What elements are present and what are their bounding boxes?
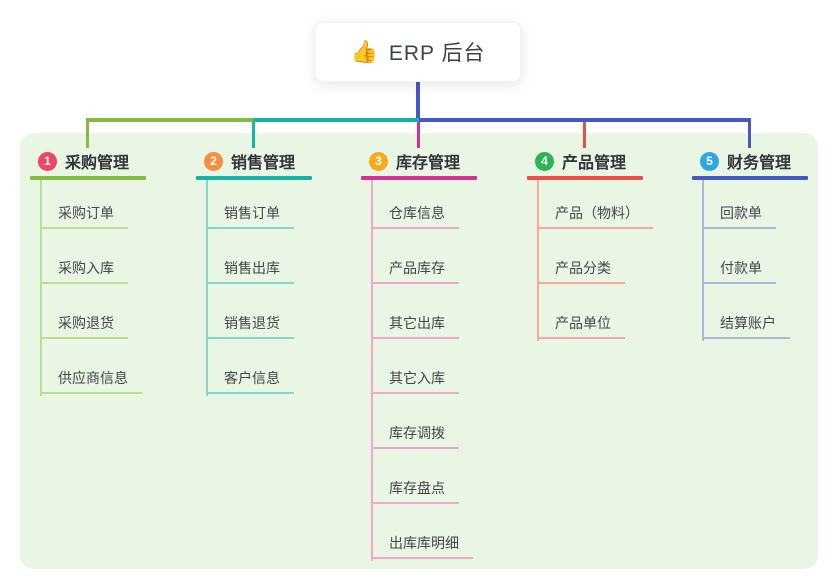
connector-segment-teal <box>253 118 419 122</box>
branch-connector-line <box>537 180 539 341</box>
thumbs-up-icon: 👍 <box>350 39 378 64</box>
branch-purchase-management: 1 采购管理 采购订单 采购入库 采购退货 供应商信息 <box>30 146 146 566</box>
branch-underline <box>361 176 477 180</box>
branch-title: 产品管理 <box>562 155 627 172</box>
branch-inventory-management: 3 库存管理 仓库信息 产品库存 其它出库 其它入库 库存调拨 库存盘点 出库库… <box>361 146 477 566</box>
branch-3-drop-line <box>417 118 420 148</box>
branch-header[interactable]: 1 采购管理 <box>30 146 146 176</box>
node-item[interactable]: 回款单 <box>702 201 776 229</box>
branch-sales-management: 2 销售管理 销售订单 销售出库 销售退货 客户信息 <box>196 146 312 566</box>
branch-number-badge: 5 <box>700 151 719 171</box>
node-item[interactable]: 采购入库 <box>40 256 128 284</box>
branch-2-drop-line <box>252 118 255 148</box>
branch-connector-line <box>206 180 208 396</box>
branch-underline <box>196 176 312 180</box>
node-item[interactable]: 销售出库 <box>206 256 294 284</box>
root-node[interactable]: 👍 ERP 后台 <box>315 22 521 82</box>
branch-underline <box>692 176 808 180</box>
branch-product-management: 4 产品管理 产品（物料） 产品分类 产品单位 <box>527 146 653 566</box>
branch-1-drop-line <box>86 118 89 148</box>
branch-underline <box>30 176 146 180</box>
branch-title: 销售管理 <box>231 155 296 172</box>
node-item[interactable]: 产品（物料） <box>537 201 653 229</box>
node-item[interactable]: 采购订单 <box>40 201 128 229</box>
node-item[interactable]: 采购退货 <box>40 311 128 339</box>
node-item[interactable]: 仓库信息 <box>371 201 459 229</box>
node-item[interactable]: 销售退货 <box>206 311 294 339</box>
branch-connector-line <box>702 180 704 341</box>
connector-segment-green <box>86 118 253 122</box>
node-item[interactable]: 供应商信息 <box>40 366 142 394</box>
branch-title: 财务管理 <box>727 155 792 172</box>
node-item[interactable]: 其它入库 <box>371 366 459 394</box>
branch-underline <box>527 176 643 180</box>
branch-title: 采购管理 <box>65 155 130 172</box>
node-item[interactable]: 其它出库 <box>371 311 459 339</box>
branch-title: 库存管理 <box>396 155 461 172</box>
branches-panel <box>20 133 818 569</box>
branch-number-badge: 2 <box>204 151 223 171</box>
node-item[interactable]: 付款单 <box>702 256 776 284</box>
branch-4-drop-line <box>583 118 586 148</box>
branch-finance-management: 5 财务管理 回款单 付款单 结算账户 <box>692 146 808 566</box>
branch-number-badge: 3 <box>369 151 388 171</box>
branch-number-badge: 4 <box>535 151 554 171</box>
node-item[interactable]: 结算账户 <box>702 311 790 339</box>
branch-header[interactable]: 2 销售管理 <box>196 146 312 176</box>
node-item[interactable]: 产品分类 <box>537 256 625 284</box>
branch-header[interactable]: 3 库存管理 <box>361 146 477 176</box>
branch-header[interactable]: 5 财务管理 <box>692 146 808 176</box>
root-title: ERP 后台 <box>388 42 486 65</box>
node-item[interactable]: 产品库存 <box>371 256 459 284</box>
node-item[interactable]: 产品单位 <box>537 311 625 339</box>
connector-segment-blue <box>419 118 751 122</box>
node-item[interactable]: 出库库明细 <box>371 531 473 559</box>
branch-connector-line <box>371 180 373 561</box>
branch-header[interactable]: 4 产品管理 <box>527 146 643 176</box>
node-item[interactable]: 销售订单 <box>206 201 294 229</box>
node-item[interactable]: 库存调拨 <box>371 421 459 449</box>
branch-number-badge: 1 <box>38 151 57 171</box>
branch-connector-line <box>40 180 42 396</box>
branch-5-drop-line <box>748 118 751 148</box>
node-item[interactable]: 库存盘点 <box>371 476 459 504</box>
root-connector-line <box>416 82 420 122</box>
node-item[interactable]: 客户信息 <box>206 366 294 394</box>
